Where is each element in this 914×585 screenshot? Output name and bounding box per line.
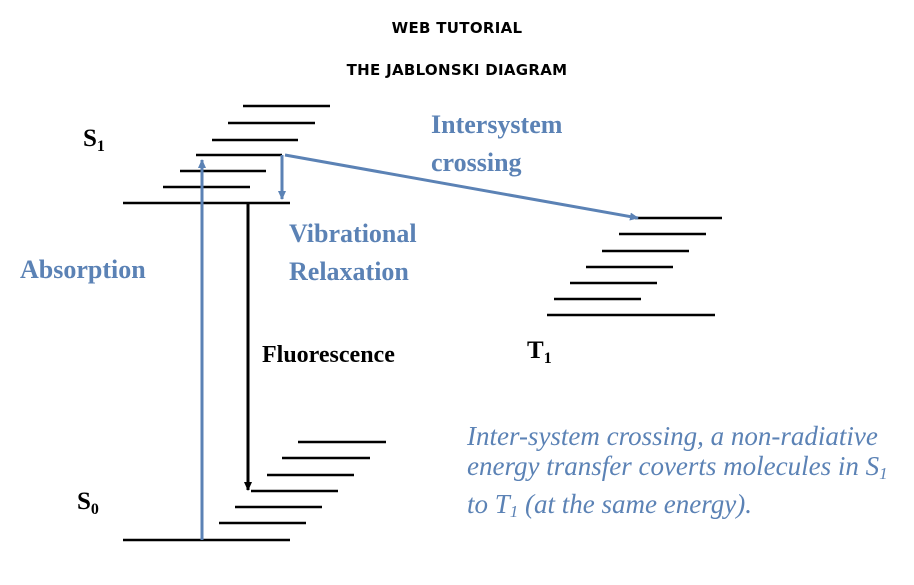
s1-state-label: S1 [83,125,105,155]
fluorescence-label: Fluorescence [262,342,395,368]
intersystem-crossing-line-1: Intersystem [431,110,563,139]
vibrational-relaxation-line-1: Vibrational [289,219,417,248]
s0-energy-levels [123,440,386,542]
tutorial-heading: WEB TUTORIAL [391,19,523,37]
diagram-title: THE JABLONSKI DIAGRAM [346,61,568,79]
s0-state-label: S0 [77,488,99,518]
explanation-note: Inter-system crossing, a non-radiative e… [467,421,888,521]
vibrational-relaxation-label: Vibrational Relaxation [289,215,417,291]
s1-energy-levels [123,104,330,205]
intersystem-crossing-arrow [284,153,639,221]
absorption-label: Absorption [20,255,146,284]
intersystem-crossing-label: Intersystem crossing [431,106,562,182]
t1-energy-levels [547,216,722,317]
t1-state-label: T1 [527,337,552,367]
intersystem-crossing-line-2: crossing [431,148,522,177]
vibrational-relaxation-line-2: Relaxation [289,257,409,286]
